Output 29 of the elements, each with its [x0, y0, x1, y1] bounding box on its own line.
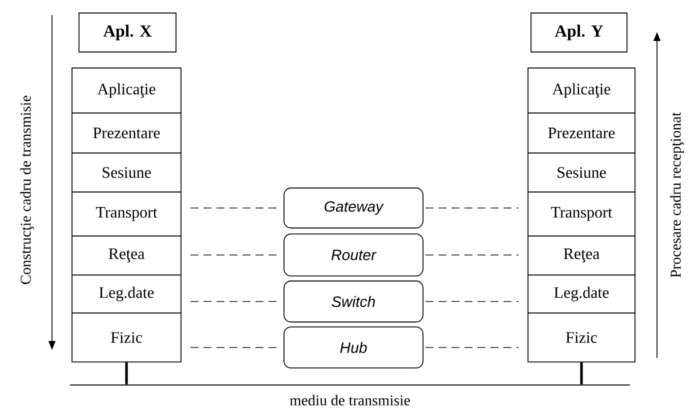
connector-stub	[580, 362, 583, 384]
connector-stub	[125, 362, 128, 384]
device-box: Hub	[284, 326, 424, 368]
layer-box: Leg.date	[72, 274, 182, 314]
dashed-connector	[425, 301, 519, 302]
layer-box: Fizic	[72, 312, 182, 362]
device-box: Gateway	[284, 188, 424, 228]
layer-box: Prezentare	[528, 112, 636, 154]
layer-box: Prezentare	[72, 112, 182, 154]
layer-box: Leg.date	[528, 274, 636, 314]
layer-box: Transport	[72, 192, 182, 236]
layer-box: Fizic	[528, 312, 636, 362]
layer-box: Reţea	[528, 236, 636, 276]
layer-box: Sesiune	[72, 152, 182, 192]
application-box: Apl. Y	[530, 12, 628, 52]
application-box: Apl. X	[78, 12, 176, 52]
layer-box: Reţea	[72, 236, 182, 276]
layer-box: Aplicaţie	[528, 68, 636, 114]
transmission-medium-line	[70, 384, 630, 386]
layer-box: Transport	[528, 192, 636, 236]
caption-label: mediu de transmisie	[290, 394, 410, 406]
device-box: Router	[284, 234, 424, 276]
dashed-connector	[425, 254, 519, 256]
dashed-connector	[425, 347, 519, 348]
device-box: Switch	[284, 280, 424, 322]
side-label: Procesare cadru recepţionat	[670, 112, 684, 278]
layer-box: Sesiune	[528, 152, 636, 192]
side-label: Construcţie cadru de transmisie	[20, 96, 34, 284]
layer-box: Aplicaţie	[72, 68, 182, 114]
